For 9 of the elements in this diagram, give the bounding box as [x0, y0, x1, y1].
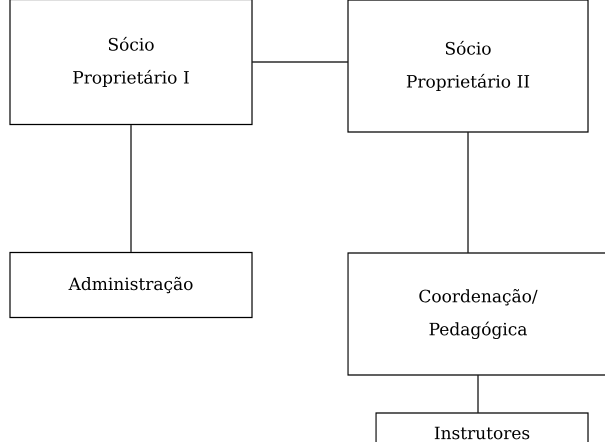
org-box: Administração — [9, 252, 253, 318]
org-box: Sócio Proprietário II — [347, 0, 589, 133]
org-box: Sócio Proprietário I — [9, 0, 253, 126]
connector-line — [477, 376, 479, 412]
org-box: Instrutores — [375, 412, 589, 442]
connector-line — [467, 132, 469, 252]
org-box: Coordenação/ Pedagógica — [347, 252, 605, 376]
connector-line — [130, 125, 132, 252]
connector-line — [252, 61, 348, 63]
